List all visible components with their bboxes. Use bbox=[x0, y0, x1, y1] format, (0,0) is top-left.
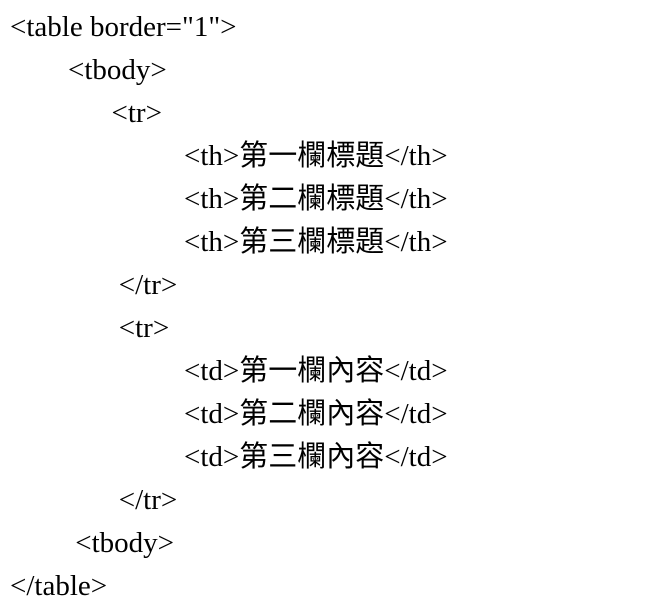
code-line: </tr> bbox=[10, 269, 178, 301]
code-line: <tr> bbox=[10, 312, 170, 344]
code-line: <td>第一欄內容</td> bbox=[10, 355, 448, 387]
code-line: <table border="1"> bbox=[10, 11, 237, 43]
code-line: <tbody> bbox=[10, 527, 175, 559]
code-line: <tr> bbox=[10, 97, 162, 129]
code-line: <td>第二欄內容</td> bbox=[10, 398, 448, 430]
code-line: <tbody> bbox=[10, 54, 167, 86]
code-line: <td>第三欄內容</td> bbox=[10, 441, 448, 473]
code-line: <th>第三欄標題</th> bbox=[10, 226, 448, 258]
code-line: <th>第二欄標題</th> bbox=[10, 183, 448, 215]
code-line: </tr> bbox=[10, 484, 178, 516]
code-line: <th>第一欄標題</th> bbox=[10, 140, 448, 172]
code-line: </table> bbox=[10, 570, 108, 602]
